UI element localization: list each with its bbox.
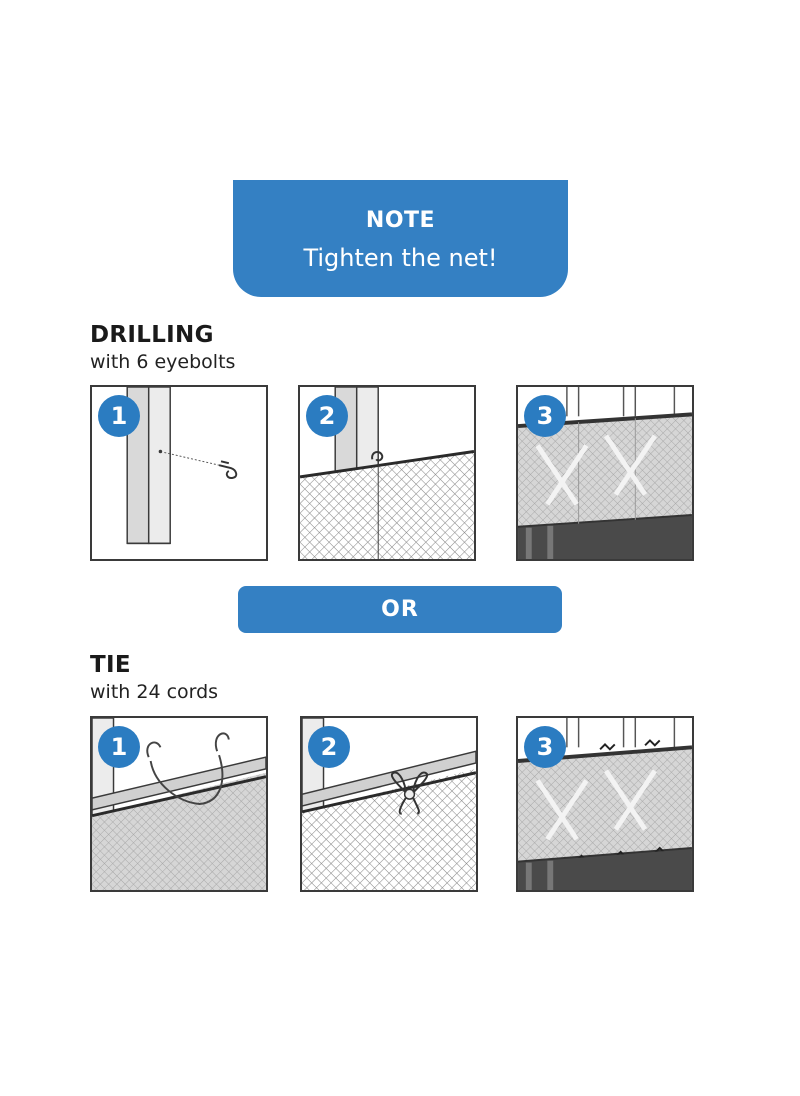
step-number-badge: 2 [306,395,348,437]
tie-step-3-panel: 3 [516,716,694,892]
step-number-badge: 3 [524,395,566,437]
drilling-step-1-panel: 1 [90,385,268,561]
step-number-badge: 1 [98,395,140,437]
step-number-badge: 1 [98,726,140,768]
tie-subtitle: with 24 cords [90,681,219,703]
tie-title: TIE [90,652,131,678]
tie-step-2-panel: 2 [300,716,478,892]
note-box: NOTE Tighten the net! [233,180,568,297]
note-text: Tighten the net! [303,244,498,272]
finished-balcony-tie-illustration [518,718,692,890]
step-number-badge: 3 [524,726,566,768]
note-title: NOTE [365,208,436,233]
drilling-step-3-panel: 3 [516,385,694,561]
step-number-badge: 2 [308,726,350,768]
drilling-title: DRILLING [90,322,214,348]
drilling-subtitle: with 6 eyebolts [90,351,236,373]
drilling-step-2-panel: 2 [298,385,476,561]
cord-threading-illustration [92,718,266,890]
or-separator: OR [238,586,562,633]
tie-step-1-panel: 1 [90,716,268,892]
